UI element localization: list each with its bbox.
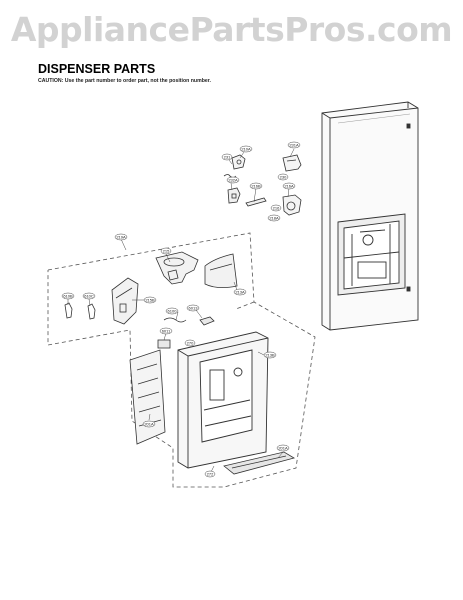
callout-6100: 6100 xyxy=(168,309,178,314)
callout-610c: 610C xyxy=(84,294,94,299)
callout-216a: 216A xyxy=(284,184,294,189)
flapper-part xyxy=(204,253,238,288)
bracket-part xyxy=(282,154,302,172)
page-title: DISPENSER PARTS xyxy=(38,62,156,76)
control-panel xyxy=(129,349,166,445)
callout-216: 216 xyxy=(273,206,280,211)
wire-part xyxy=(163,317,187,323)
watermark: AppliancePartsPros.com xyxy=(10,10,453,49)
callout-labels: 231A 210A 231 230 232A 216B 216 216A 218… xyxy=(61,141,301,478)
callout-232a: 232A xyxy=(228,178,238,183)
door-panel xyxy=(321,101,419,331)
clip-right xyxy=(87,303,96,320)
drip-tray xyxy=(223,451,296,475)
callout-270: 270 xyxy=(187,341,194,346)
callouts xyxy=(67,148,295,473)
callout-201a-right: 201A xyxy=(278,446,288,451)
callout-230: 230 xyxy=(280,175,287,180)
duct-cover-part xyxy=(111,277,139,325)
dispenser-housing xyxy=(177,331,269,469)
callout-219a: 219A xyxy=(116,235,126,240)
actuator-part xyxy=(282,194,302,216)
callout-231a: 231A xyxy=(289,143,299,148)
callout-231: 231 xyxy=(224,155,231,160)
funnel-part xyxy=(155,251,199,285)
connector-part xyxy=(157,339,171,349)
callout-215: 215 xyxy=(163,249,170,254)
sensor-part xyxy=(199,316,215,326)
assembly-boundary xyxy=(47,232,316,488)
callout-201a-left: 201A xyxy=(144,422,154,427)
link-bar-part xyxy=(245,197,267,207)
callout-215b: 215B xyxy=(145,298,155,303)
callout-210a: 210A xyxy=(241,147,251,152)
callout-213b: 213B xyxy=(265,353,275,358)
callout-213a: 213A xyxy=(235,290,245,295)
callout-610b: 610B xyxy=(63,294,73,299)
lever-part xyxy=(231,154,246,170)
callout-216b: 216B xyxy=(251,184,261,189)
callout-6011: 6011 xyxy=(162,329,171,334)
callout-218a: 218A xyxy=(269,216,279,221)
switch-part xyxy=(227,187,241,204)
caution-note: CAUTION: Use the part number to order pa… xyxy=(38,78,211,84)
callout-272: 272 xyxy=(207,472,214,477)
clip-left xyxy=(64,302,73,319)
callout-6013: 6013 xyxy=(189,306,199,311)
